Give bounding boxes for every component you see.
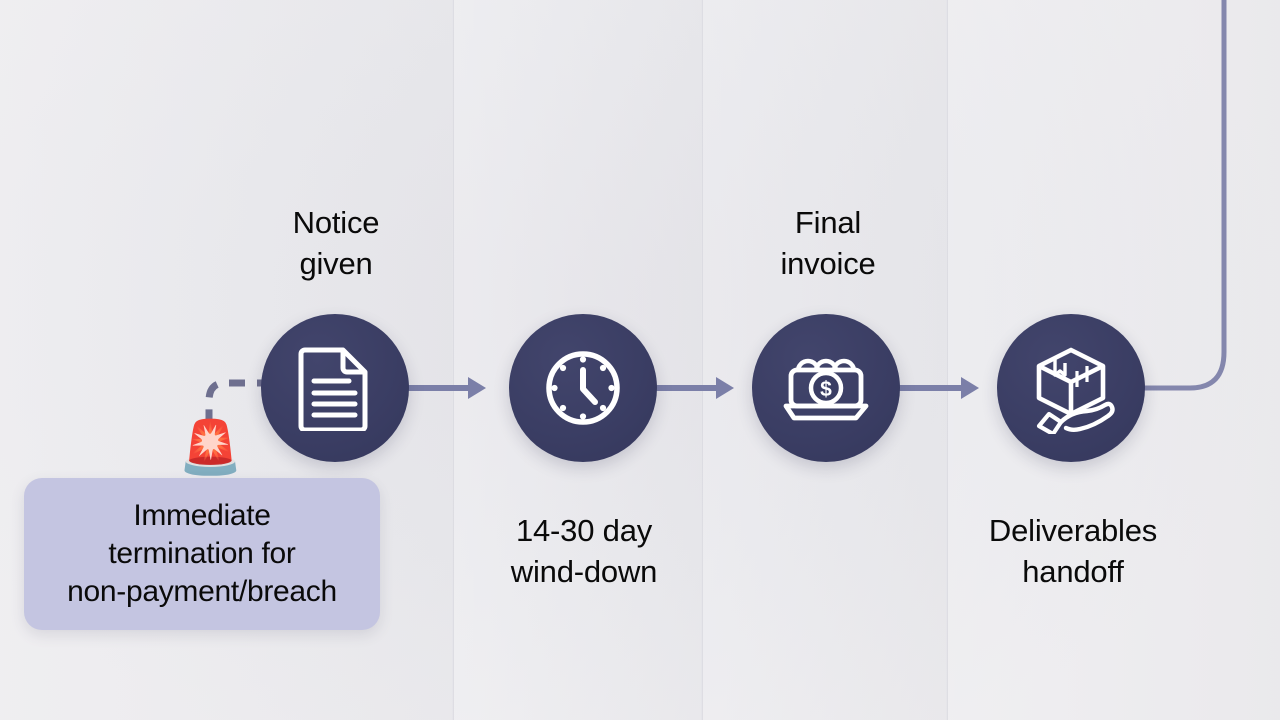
clock-icon — [546, 351, 620, 425]
step-node-deliverables-handoff[interactable] — [997, 314, 1145, 462]
panel-divider-3 — [946, 0, 948, 720]
panel-divider-2 — [701, 0, 703, 720]
step-label-final-invoice: Final invoice — [780, 205, 876, 281]
callout-text: Immediate termination for non-payment/br… — [67, 498, 337, 609]
callout-immediate-termination[interactable]: Immediate termination for non-payment/br… — [24, 478, 380, 630]
step-label-wind-down: 14-30 day wind-down — [510, 513, 658, 589]
step-label-notice-given: Notice given — [292, 205, 380, 281]
document-icon — [298, 347, 368, 431]
package-handoff-icon — [1036, 347, 1115, 434]
alarm-light-icon: 🚨 — [178, 419, 243, 477]
connector-curve-offscreen — [1142, 0, 1227, 391]
step-node-final-invoice[interactable]: $ — [752, 314, 900, 462]
step-label-deliverables-handoff: Deliverables handoff — [988, 513, 1158, 589]
money-tray-icon: $ — [783, 358, 869, 421]
step-node-notice-given[interactable] — [261, 314, 409, 462]
svg-text:$: $ — [820, 378, 832, 401]
panel-divider-1 — [452, 0, 454, 720]
step-node-wind-down[interactable] — [509, 314, 657, 462]
